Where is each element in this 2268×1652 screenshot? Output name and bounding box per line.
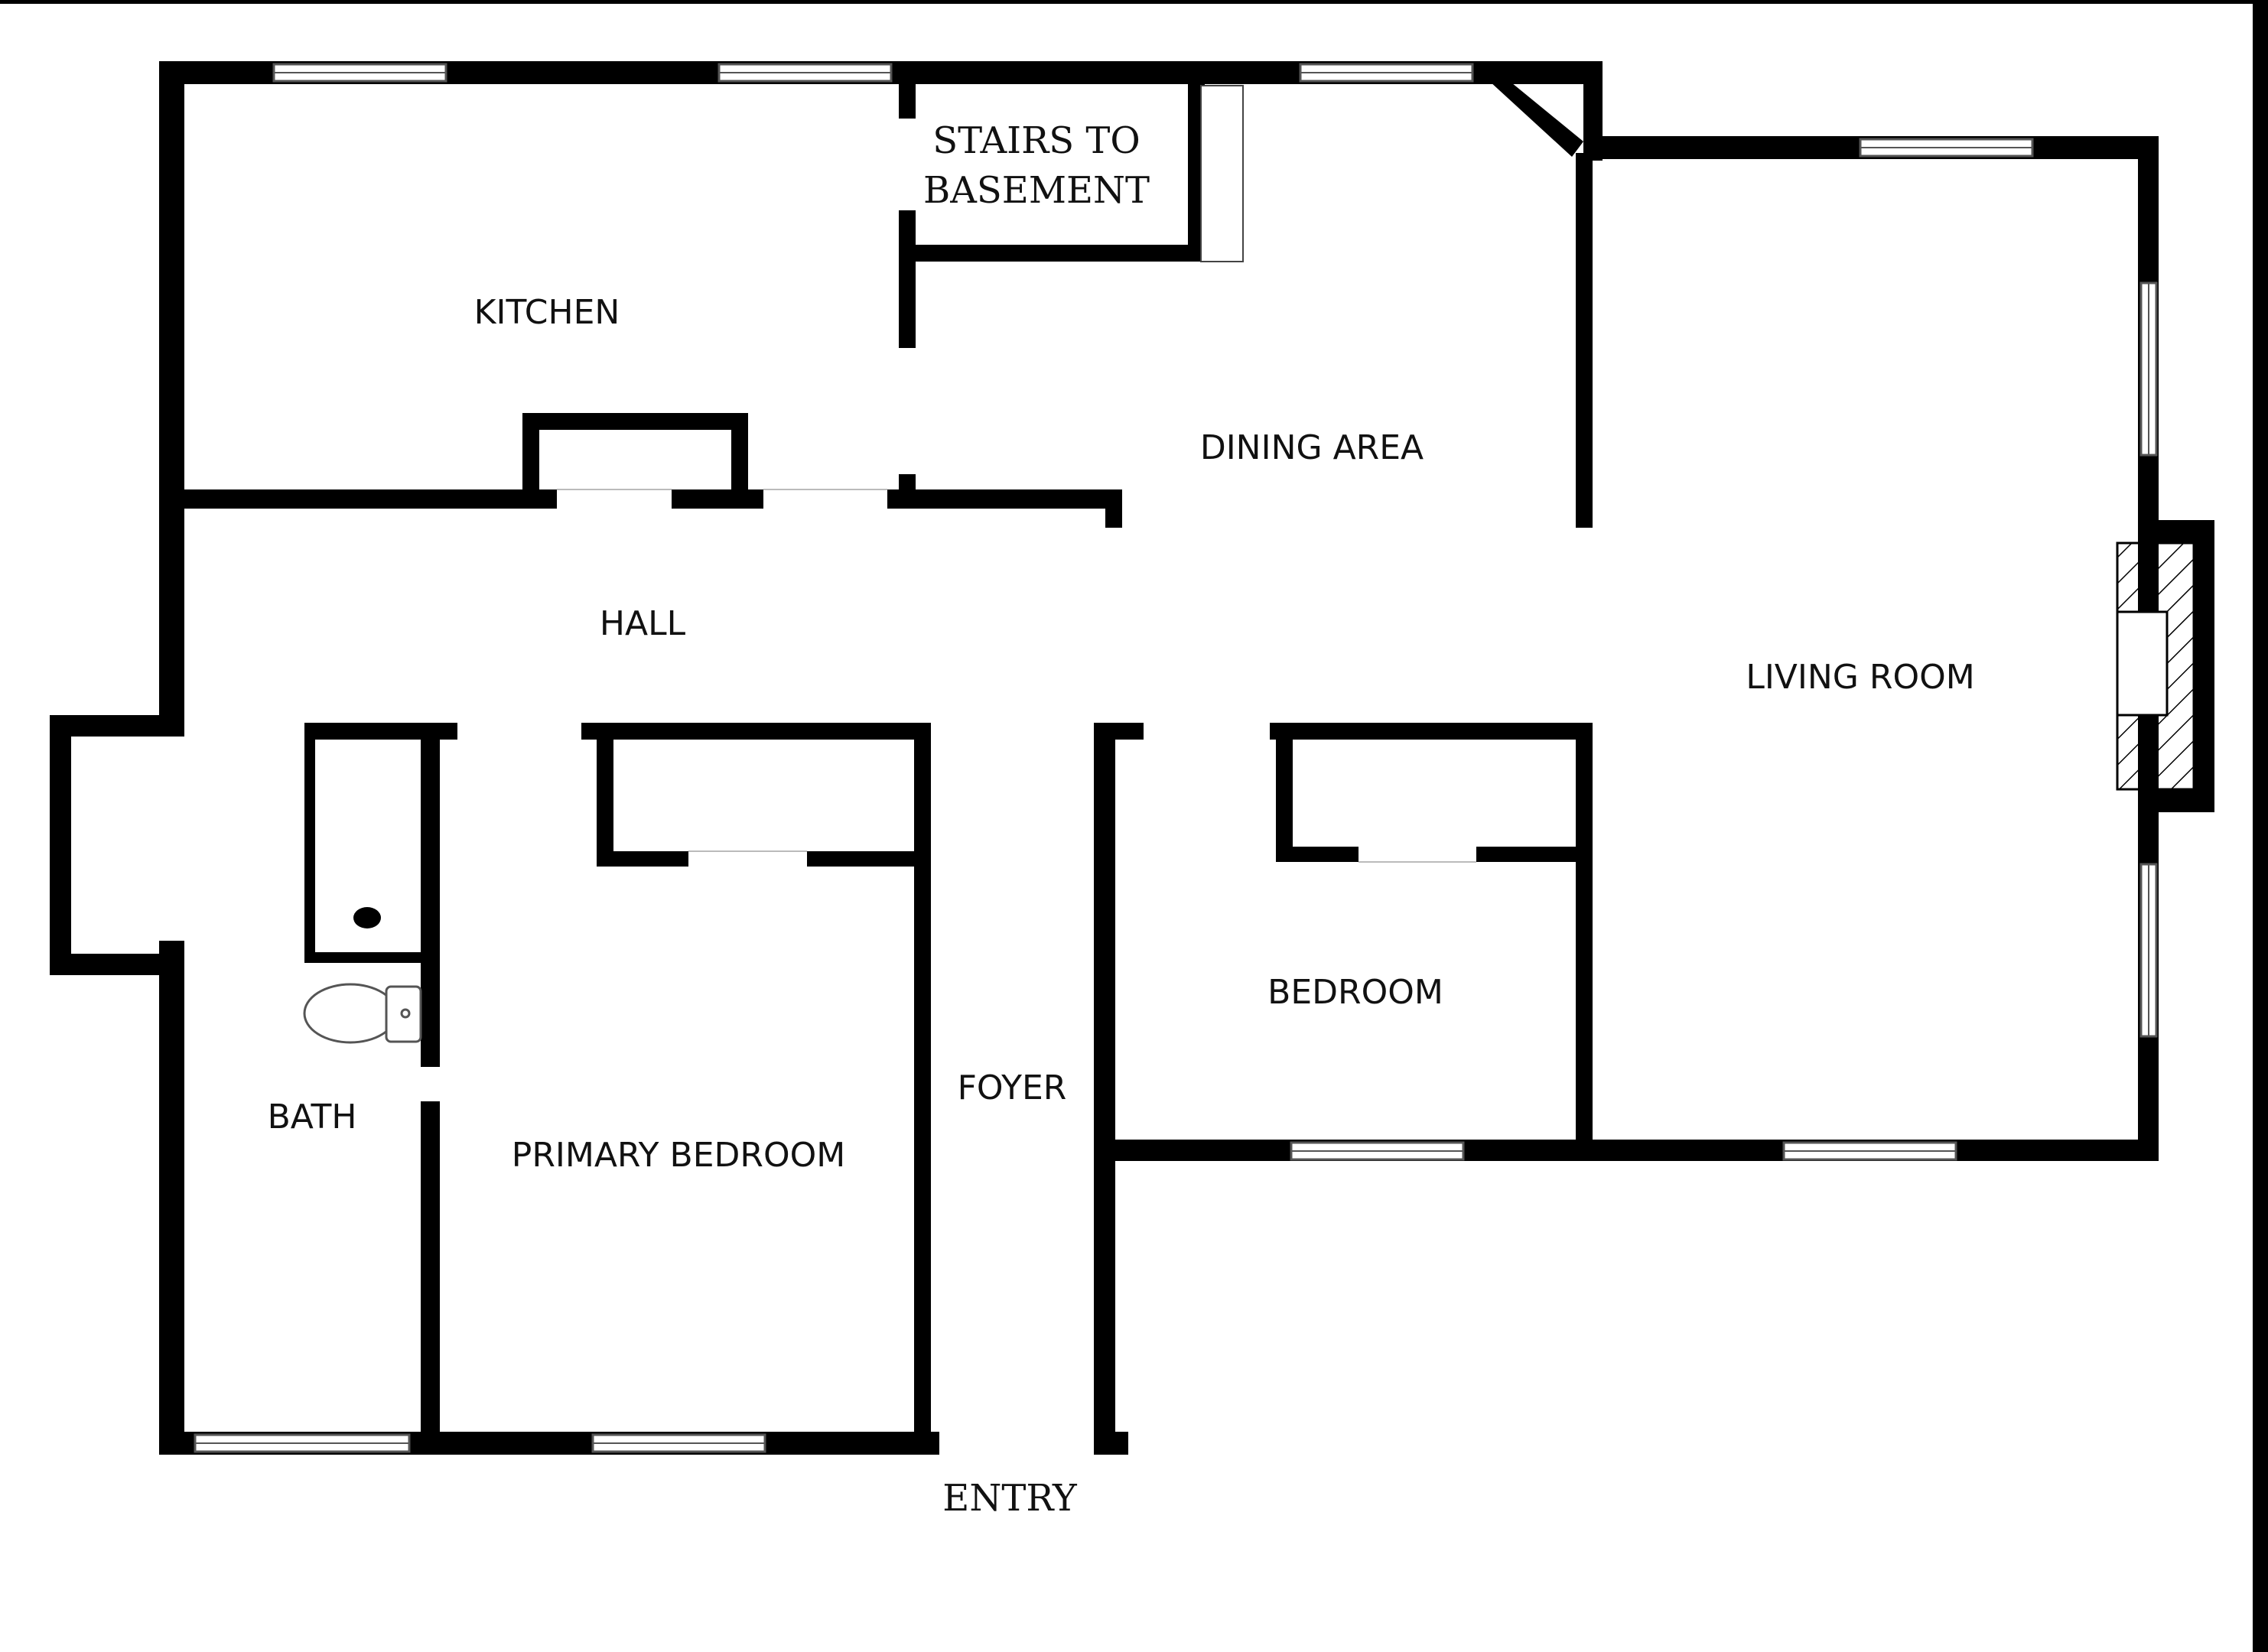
toilet-icon bbox=[303, 983, 422, 1044]
closet-openings bbox=[557, 489, 1476, 863]
entry-label: ENTRY bbox=[942, 1477, 1078, 1520]
bath-label: BATH bbox=[268, 1098, 357, 1137]
fireplace-icon bbox=[2116, 541, 2195, 791]
kitchen-label: KITCHEN bbox=[474, 293, 620, 332]
stairs-label-line1: STAIRS TO bbox=[932, 119, 1141, 162]
living-room-label: LIVING ROOM bbox=[1746, 658, 1974, 697]
walls bbox=[50, 61, 2214, 1455]
bedroom-label: BEDROOM bbox=[1267, 973, 1443, 1012]
stairs-rail bbox=[1200, 85, 1244, 262]
primary-bedroom-label: PRIMARY BEDROOM bbox=[512, 1136, 845, 1175]
windows bbox=[194, 63, 2158, 1453]
shower-drain-icon bbox=[353, 907, 381, 928]
hall-label: HALL bbox=[600, 604, 686, 643]
foyer-label: FOYER bbox=[958, 1068, 1067, 1107]
window-center-lines bbox=[195, 72, 2149, 1444]
dining-area-label: DINING AREA bbox=[1200, 428, 1424, 467]
stairs-label-line2: BASEMENT bbox=[923, 169, 1150, 212]
